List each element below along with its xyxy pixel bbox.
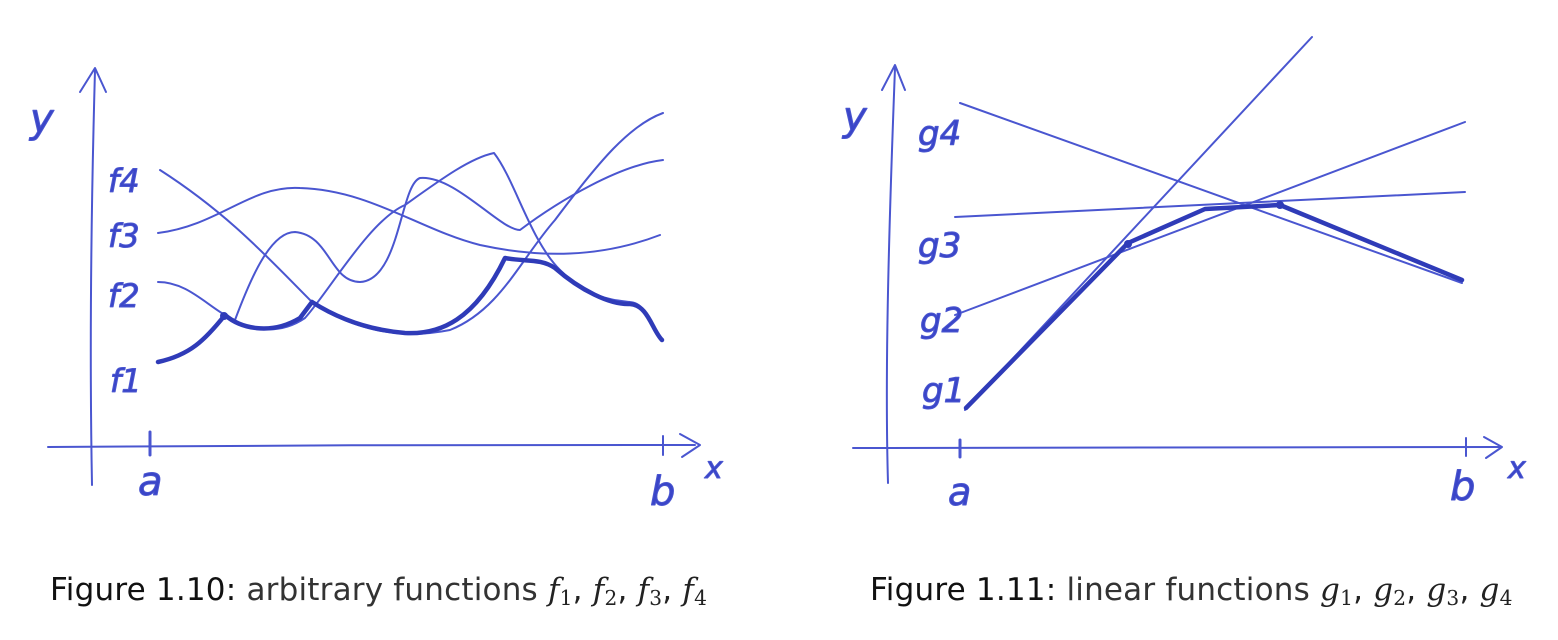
curve-label-f4: f4: [108, 162, 140, 200]
caption-symbol: g2: [1373, 572, 1407, 611]
x-axis-label: x: [1507, 451, 1526, 486]
y-axis-arrowhead: [881, 64, 906, 91]
y-axis-label: y: [842, 94, 868, 140]
line-g2: [954, 121, 1466, 316]
curve-f1: [157, 152, 664, 363]
y-axis: [89, 69, 96, 486]
caption-text: arbitrary functions: [246, 572, 538, 608]
x-axis: [852, 446, 1501, 449]
x-axis-arrowhead: [1483, 436, 1503, 459]
line-g4: [959, 102, 1463, 284]
lower-envelope: [155, 255, 665, 365]
caption-symbol: f2: [592, 572, 618, 611]
caption-symbol: f1: [547, 572, 573, 611]
figure-caption-1-11: Figure 1.11: linear functions g1, g2, g3…: [870, 572, 1513, 611]
caption-symbol: f4: [682, 572, 708, 611]
y-axis-arrowhead: [79, 67, 107, 93]
caption-symbol: g1: [1320, 572, 1354, 611]
curve-label-f1: f1: [110, 362, 142, 400]
figure-1-10: y x a b f4 f3 f2 f1: [29, 67, 724, 516]
x-axis: [47, 444, 696, 448]
intersection-point: [1276, 201, 1284, 209]
curve-label-f3: f3: [108, 217, 140, 255]
caption-label: Figure 1.11:: [870, 572, 1057, 608]
x-axis-label: x: [704, 451, 723, 486]
tick-label-a: a: [948, 470, 971, 514]
curve-label-g2: g2: [920, 301, 963, 341]
y-axis: [885, 67, 896, 484]
curve-f4: [159, 112, 664, 335]
curve-label-g3: g3: [918, 226, 961, 266]
intersection-point: [220, 312, 228, 320]
upper-envelope: [963, 202, 1465, 411]
curve-f3: [157, 186, 661, 255]
tick-label-b: b: [650, 469, 675, 515]
caption-label: Figure 1.10:: [50, 572, 237, 608]
caption-symbol: g3: [1426, 572, 1460, 611]
figure-caption-1-10: Figure 1.10: arbitrary functions f1, f2,…: [50, 572, 708, 611]
caption-symbol: f3: [637, 572, 663, 611]
y-axis-label: y: [29, 96, 55, 142]
x-axis-arrowhead: [679, 433, 701, 458]
intersection-point: [1124, 240, 1132, 248]
tick-label-b: b: [1450, 464, 1475, 510]
figure-1-11: y x a b g4 g3 g2 g1: [842, 36, 1527, 515]
line-g3: [954, 191, 1466, 218]
curve-label-g4: g4: [918, 114, 961, 154]
tick-label-a: a: [138, 459, 163, 505]
curve-label-f2: f2: [108, 277, 140, 315]
caption-text: linear functions: [1066, 572, 1310, 608]
caption-symbol: g4: [1479, 572, 1513, 611]
curve-f2: [157, 159, 664, 321]
curve-label-g1: g1: [922, 371, 965, 411]
